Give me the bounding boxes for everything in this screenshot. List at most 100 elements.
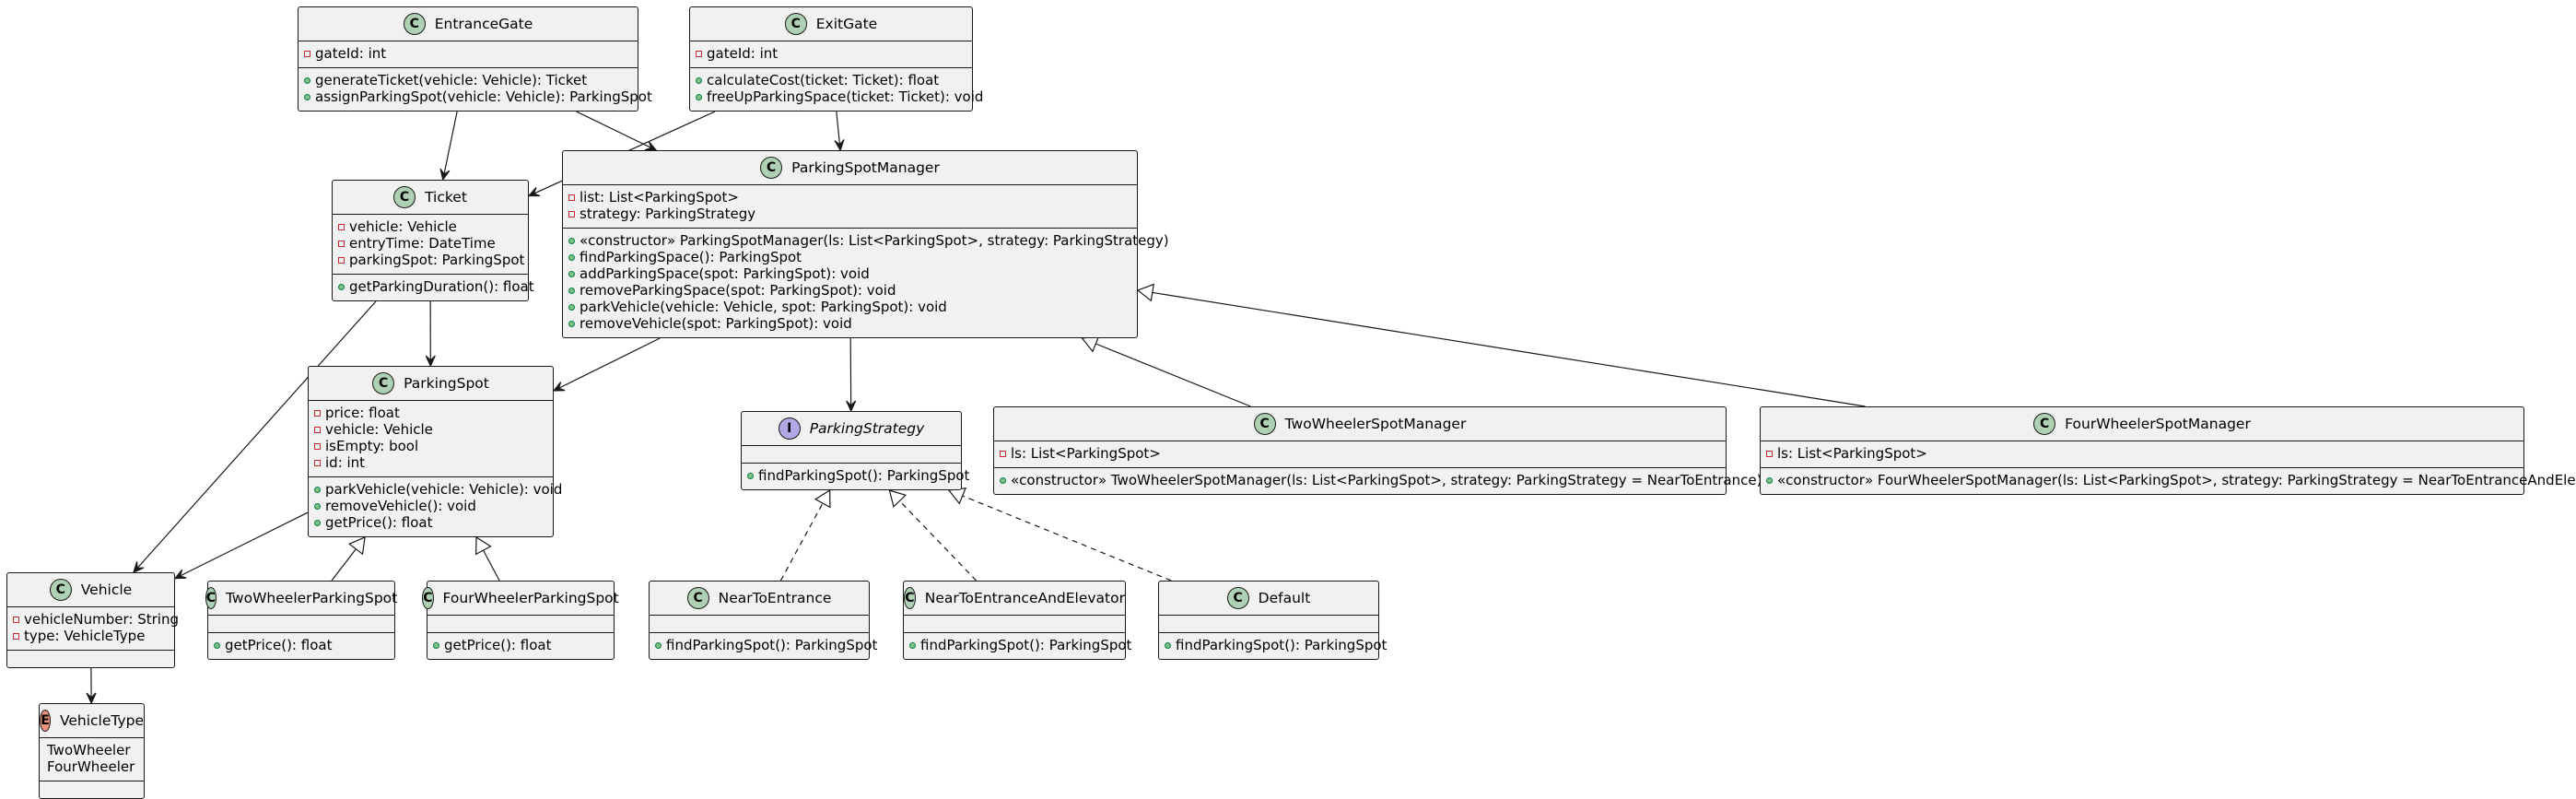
- method-text: getPrice(): float: [444, 637, 551, 653]
- public-visibility-icon: [568, 238, 575, 244]
- public-visibility-icon: [314, 487, 321, 493]
- class-name: EntranceGate: [435, 16, 533, 32]
- method-text: findParkingSpot(): ParkingSpot: [758, 467, 969, 484]
- private-visibility-icon: [696, 51, 702, 57]
- fields-section: ls: List<ParkingSpot>: [1761, 441, 2523, 468]
- class-name: ParkingSpotManager: [791, 159, 940, 176]
- methods-section: [7, 651, 174, 667]
- interface-badge-icon: I: [779, 417, 801, 440]
- private-visibility-icon: [314, 443, 321, 450]
- methods-section: getPrice(): float: [208, 633, 394, 659]
- class-badge-icon: C: [393, 186, 416, 208]
- public-visibility-icon: [1000, 477, 1006, 484]
- method-text: «constructor» FourWheelerSpotManager(ls:…: [1777, 472, 2576, 488]
- method-text: getPrice(): float: [325, 514, 432, 531]
- fields-section: ls: List<ParkingSpot>: [994, 441, 1726, 468]
- public-visibility-icon: [568, 288, 575, 294]
- field-row: isEmpty: bool: [309, 438, 553, 454]
- private-visibility-icon: [314, 427, 321, 433]
- method-row: «constructor» TwoWheelerSpotManager(ls: …: [994, 472, 1726, 488]
- private-visibility-icon: [338, 257, 345, 264]
- methods-section: findParkingSpot(): ParkingSpot: [1159, 633, 1378, 659]
- method-row: calculateCost(ticket: Ticket): float: [690, 72, 972, 88]
- method-text: getPrice(): float: [225, 637, 332, 653]
- method-text: «constructor» ParkingSpotManager(ls: Lis…: [580, 232, 1169, 249]
- method-text: getParkingDuration(): float: [349, 278, 534, 295]
- relation-realization-near-to-entrance-and-elevator-to-parking-strategy: [889, 490, 976, 581]
- method-text: calculateCost(ticket: Ticket): float: [707, 72, 939, 88]
- public-visibility-icon: [696, 94, 702, 100]
- relation-association-parking-spot-manager-to-parking-spot: [554, 338, 660, 391]
- class-name: FourWheelerSpotManager: [2065, 416, 2251, 432]
- class-name: Vehicle: [81, 582, 132, 598]
- class-badge-icon: C: [372, 372, 394, 394]
- fields-section: [650, 616, 869, 633]
- field-row: gateId: int: [299, 45, 638, 62]
- public-visibility-icon: [568, 254, 575, 261]
- fields-section: gateId: int: [690, 41, 972, 68]
- public-visibility-icon: [314, 503, 321, 510]
- class-name: NearToEntrance: [719, 590, 832, 606]
- relation-association-parking-spot-manager-to-parking-strategy: [847, 338, 856, 411]
- private-visibility-icon: [13, 617, 19, 623]
- field-text: list: List<ParkingSpot>: [580, 189, 739, 206]
- method-text: findParkingSpot(): ParkingSpot: [1176, 637, 1387, 653]
- methods-section: findParkingSpot(): ParkingSpot: [650, 633, 869, 659]
- class-name: Ticket: [425, 189, 467, 206]
- class-name: ParkingSpot: [404, 375, 489, 392]
- public-visibility-icon: [214, 642, 220, 649]
- field-row: id: int: [309, 454, 553, 471]
- class-name: ExitGate: [816, 16, 877, 32]
- methods-section: findParkingSpot(): ParkingSpot: [742, 464, 961, 489]
- field-text: gateId: int: [315, 45, 386, 62]
- field-text: parkingSpot: ParkingSpot: [349, 252, 524, 268]
- fields-section: [742, 446, 961, 464]
- public-visibility-icon: [304, 77, 310, 84]
- class-name: VehicleType: [60, 712, 144, 729]
- method-row: getPrice(): float: [208, 637, 394, 653]
- method-text: findParkingSpot(): ParkingSpot: [920, 637, 1131, 653]
- field-row: vehicleNumber: String: [7, 611, 174, 628]
- field-row: FourWheeler: [40, 758, 144, 775]
- private-visibility-icon: [314, 410, 321, 417]
- method-text: freeUpParkingSpace(ticket: Ticket): void: [707, 88, 983, 105]
- class-name: TwoWheelerParkingSpot: [226, 590, 397, 606]
- field-text: id: int: [325, 454, 365, 471]
- field-text: vehicle: Vehicle: [349, 218, 457, 235]
- private-visibility-icon: [338, 241, 345, 247]
- fields-section: [1159, 616, 1378, 633]
- public-visibility-icon: [568, 304, 575, 311]
- method-text: assignParkingSpot(vehicle: Vehicle): Par…: [315, 88, 652, 105]
- relation-realization-default-to-parking-strategy: [949, 488, 1171, 581]
- method-row: parkVehicle(vehicle: Vehicle): void: [309, 481, 553, 498]
- class-header: C Ticket: [333, 181, 528, 215]
- method-row: parkVehicle(vehicle: Vehicle, spot: Park…: [563, 299, 1137, 315]
- relation-inheritance-two-wheeler-parking-spot-to-parking-spot: [332, 537, 365, 581]
- fields-section: [904, 616, 1125, 633]
- method-text: parkVehicle(vehicle: Vehicle): void: [325, 481, 562, 498]
- method-row: removeParkingSpace(spot: ParkingSpot): v…: [563, 282, 1137, 299]
- method-row: findParkingSpot(): ParkingSpot: [650, 637, 869, 653]
- method-row: findParkingSpot(): ParkingSpot: [904, 637, 1125, 653]
- method-row: removeVehicle(spot: ParkingSpot): void: [563, 315, 1137, 332]
- public-visibility-icon: [314, 520, 321, 526]
- fields-section: gateId: int: [299, 41, 638, 68]
- relation-realization-near-to-entrance-to-parking-strategy: [780, 490, 830, 581]
- fields-section: list: List<ParkingSpot>strategy: Parking…: [563, 185, 1137, 229]
